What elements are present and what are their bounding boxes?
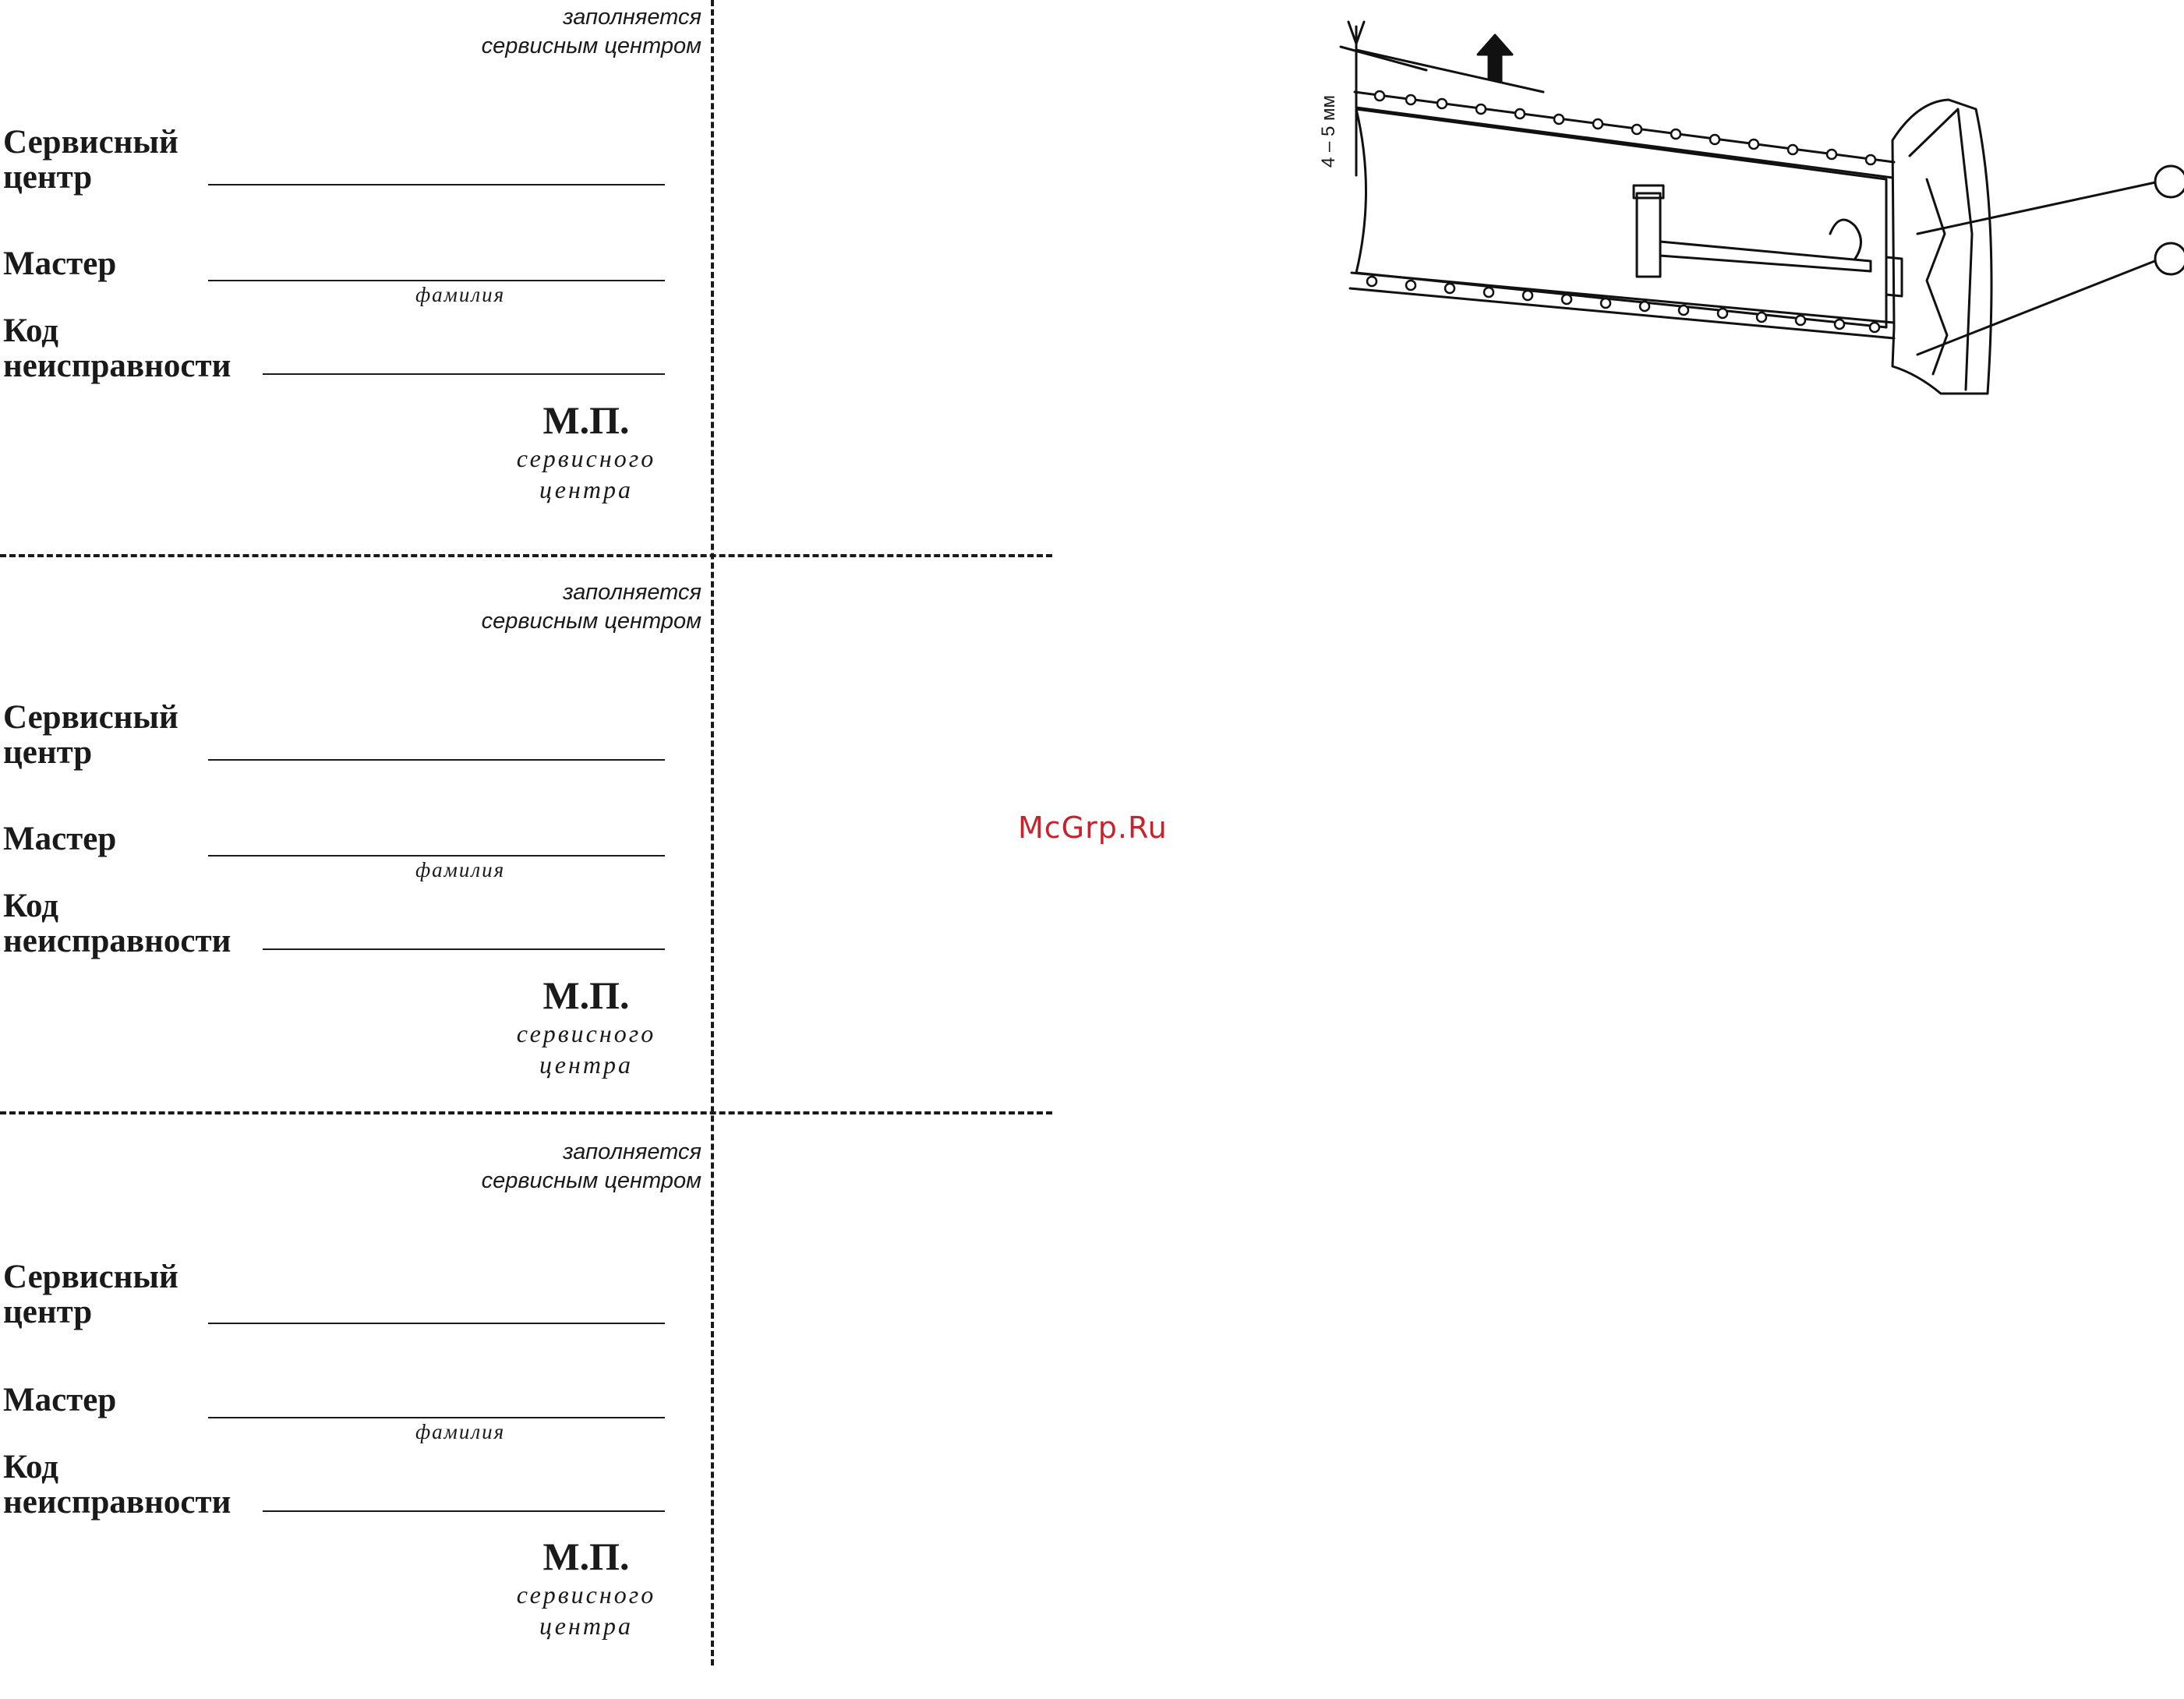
callout-circle-2 bbox=[2154, 242, 2184, 276]
chain-top-inner bbox=[1355, 106, 1894, 179]
fault-code-label: Код неисправности bbox=[3, 888, 231, 959]
service-center-label: Сервисный центр bbox=[3, 699, 178, 771]
chain-tension-illustration: 4 – 5 мм bbox=[1318, 20, 2184, 395]
service-center-field[interactable] bbox=[208, 1323, 665, 1324]
coupon-note: заполняется сервисным центром bbox=[482, 578, 701, 636]
leader-line-2 bbox=[1916, 257, 2162, 356]
fault-code-field[interactable] bbox=[263, 948, 665, 950]
service-center-field[interactable] bbox=[208, 184, 665, 185]
tension-screw bbox=[1635, 192, 1662, 278]
master-field[interactable] bbox=[208, 1417, 665, 1418]
stamp-title: М.П. bbox=[542, 973, 630, 1017]
master-hint: фамилия bbox=[415, 1420, 506, 1443]
stamp-line-2: центра bbox=[539, 1051, 633, 1079]
chain-top-outer bbox=[1353, 90, 1896, 164]
master-field[interactable] bbox=[208, 280, 665, 281]
master-hint: фамилия bbox=[415, 858, 506, 881]
stamp-line-1: сервисного bbox=[516, 1581, 656, 1609]
fault-code-field[interactable] bbox=[263, 1510, 665, 1512]
service-center-label: Сервисный центр bbox=[3, 1259, 178, 1330]
fault-code-label: Код неисправности bbox=[3, 1449, 231, 1521]
fault-code-field[interactable] bbox=[263, 373, 665, 375]
chain-links bbox=[1366, 90, 1881, 334]
service-center-label: Сервисный центр bbox=[3, 124, 178, 196]
note-line-2: сервисным центром bbox=[481, 609, 701, 634]
horizontal-cut-line-2 bbox=[0, 1111, 1052, 1114]
coupon-note: заполняется сервисным центром bbox=[482, 3, 701, 61]
stamp-line-1: сервисного bbox=[516, 1019, 656, 1047]
stamp-line-2: центра bbox=[539, 1612, 633, 1640]
stamp-title: М.П. bbox=[542, 398, 630, 442]
watermark: McGrp.Ru bbox=[1018, 811, 1168, 845]
vertical-cut-line bbox=[711, 0, 714, 1665]
master-label: Мастер bbox=[3, 1382, 117, 1418]
stamp-caption: сервисного центра bbox=[493, 1579, 680, 1641]
coupon-2: заполняется сервисным центром Сервисный … bbox=[0, 575, 711, 1136]
fault-code-label: Код неисправности bbox=[3, 313, 231, 384]
leader-line-1 bbox=[1916, 180, 2161, 235]
stamp-caption: сервисного центра bbox=[493, 443, 680, 505]
callout-circle-1 bbox=[2154, 164, 2184, 199]
sprocket-cover bbox=[1891, 98, 1993, 395]
note-line-2: сервисным центром bbox=[481, 1168, 701, 1193]
chain-bottom-outer bbox=[1348, 287, 1896, 340]
dimension-label: 4 – 5 мм bbox=[1318, 95, 1339, 168]
stamp-title: М.П. bbox=[542, 1535, 630, 1578]
note-line-2: сервисным центром bbox=[481, 34, 701, 58]
master-label: Мастер bbox=[3, 245, 117, 282]
coupon-1: заполняется сервисным центром Сервисный … bbox=[0, 0, 711, 561]
note-line-1: заполняется bbox=[563, 1139, 701, 1164]
direction-arrow bbox=[1476, 34, 1514, 83]
master-field[interactable] bbox=[208, 855, 665, 857]
coupon-3: заполняется сервисным центром Сервисный … bbox=[0, 1138, 711, 1699]
stamp-line-1: сервисного bbox=[516, 444, 656, 472]
note-line-1: заполняется bbox=[563, 5, 701, 30]
chain-bottom-inner bbox=[1350, 271, 1896, 324]
master-hint: фамилия bbox=[415, 283, 506, 306]
screwdriver bbox=[1659, 240, 1872, 273]
warranty-page: заполняется сервисным центром Сервисный … bbox=[0, 0, 2184, 1665]
master-label: Мастер bbox=[3, 821, 117, 857]
service-center-field[interactable] bbox=[208, 759, 665, 761]
stamp-line-2: центра bbox=[539, 475, 633, 503]
horizontal-cut-line-1 bbox=[0, 554, 1052, 557]
coupon-note: заполняется сервисным центром bbox=[482, 1138, 701, 1196]
stamp-caption: сервисного центра bbox=[493, 1018, 680, 1080]
note-line-1: заполняется bbox=[563, 580, 701, 605]
